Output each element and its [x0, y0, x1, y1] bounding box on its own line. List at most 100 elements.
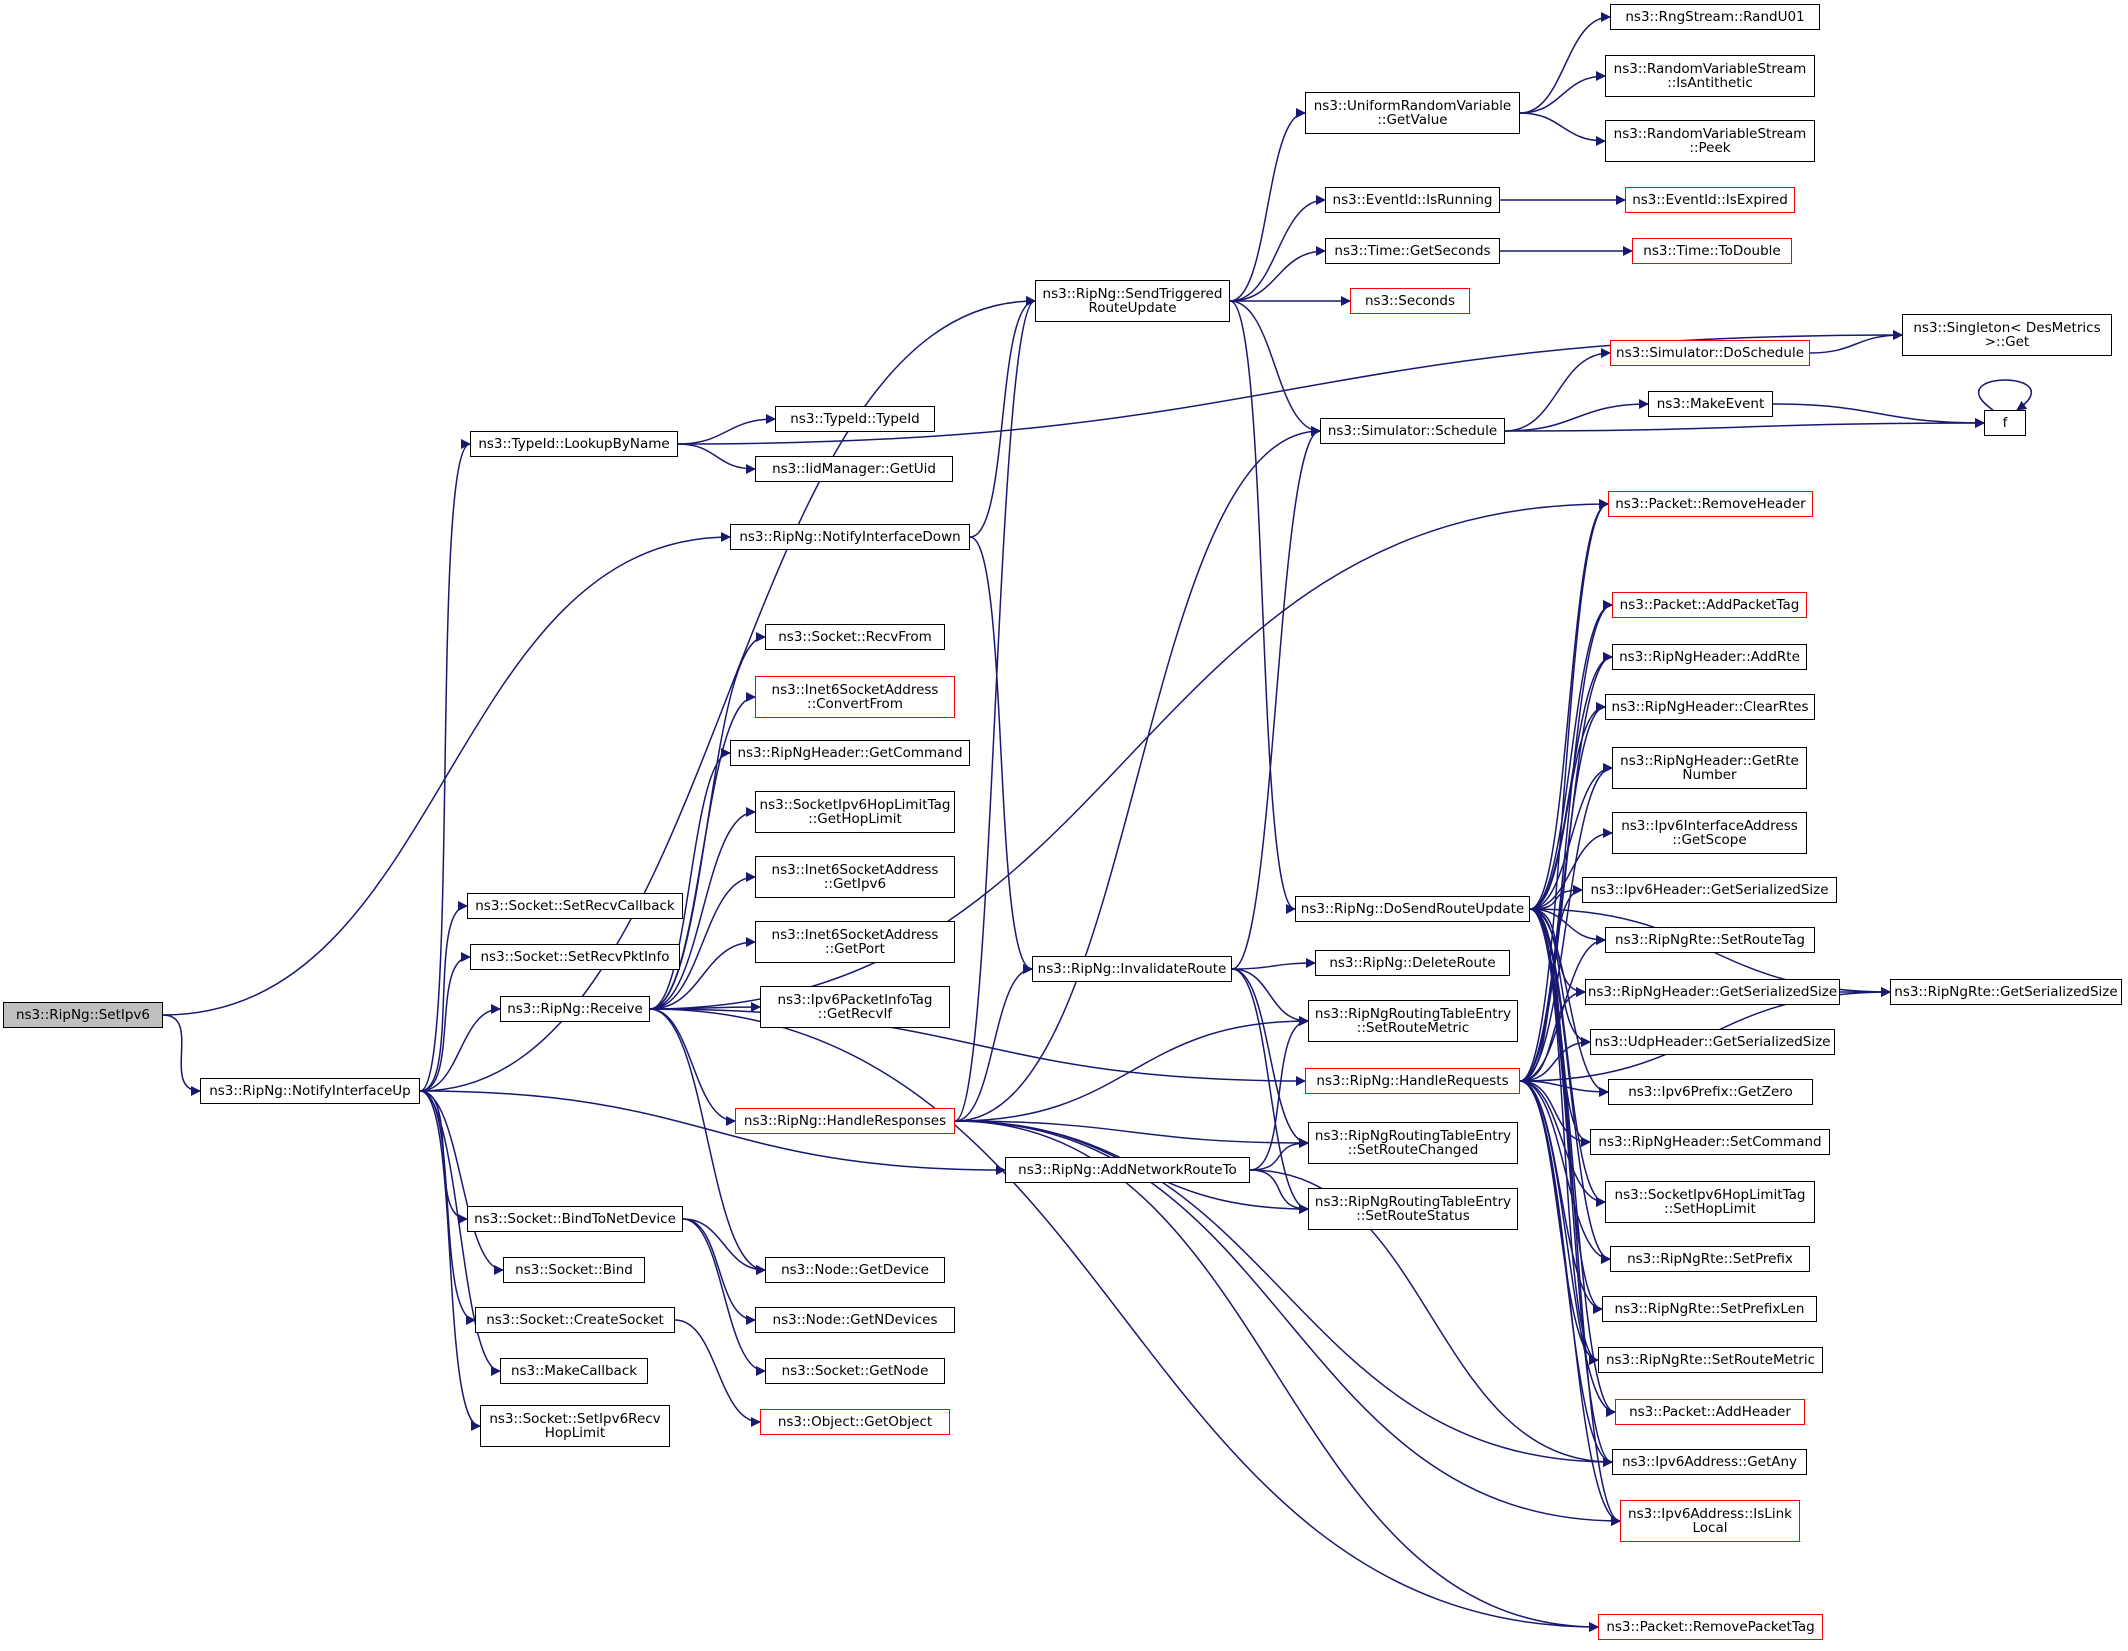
node-randomvariablestream-peek[interactable]: ns3::RandomVariableStream ::Peek — [1605, 120, 1815, 162]
node-ripngheader-getrtenumber[interactable]: ns3::RipNgHeader::GetRte Number — [1612, 747, 1807, 789]
node-ipv6interfaceaddress-getscope[interactable]: ns3::Ipv6InterfaceAddress ::GetScope — [1612, 812, 1807, 854]
edge-dosend-to-setprefix — [1529, 908, 1611, 1264]
node-socket-setrecvcallback[interactable]: ns3::Socket::SetRecvCallback — [467, 893, 683, 919]
edge-dosend-to-getrtenum — [1529, 763, 1613, 910]
edge-handlereq-to-ipv6hdrsize — [1519, 885, 1583, 1082]
edge-receive-to-convertfrom — [649, 692, 756, 1010]
node-ripng-receive[interactable]: ns3::RipNg::Receive — [500, 996, 650, 1022]
edge-handlereq-to-sethoplimit — [1519, 1080, 1606, 1207]
node-makecallback[interactable]: ns3::MakeCallback — [500, 1358, 648, 1384]
node-ripng-dosendrouteupdate[interactable]: ns3::RipNg::DoSendRouteUpdate — [1295, 896, 1530, 922]
node-socket-setipv6recvhoplimit[interactable]: ns3::Socket::SetIpv6Recv HopLimit — [480, 1405, 670, 1447]
node-socket-setrecvpktinfo[interactable]: ns3::Socket::SetRecvPktInfo — [470, 944, 680, 970]
node-socketipv6hoplimittag-gethoplimit[interactable]: ns3::SocketIpv6HopLimitTag ::GetHopLimit — [755, 791, 955, 833]
edge-handlereq-to-setprefix — [1519, 1080, 1611, 1264]
node-typeid-typeid[interactable]: ns3::TypeId::TypeId — [775, 406, 935, 432]
edge-handleresp-to-schedule — [954, 426, 1321, 1122]
node-singleton-desmetrics-get[interactable]: ns3::Singleton< DesMetrics >::Get — [1902, 314, 2112, 356]
node-eventid-isexpired[interactable]: ns3::EventId::IsExpired — [1625, 187, 1795, 213]
edge-sendtrig-to-getseconds — [1229, 246, 1326, 302]
edge-invalidate-to-deleteroute — [1231, 958, 1316, 970]
edge-bindtonet-to-getdevice — [682, 1218, 766, 1275]
node-packet-addpackettag[interactable]: ns3::Packet::AddPacketTag — [1612, 592, 1807, 618]
node-ripngrte-setprefixlen[interactable]: ns3::RipNgRte::SetPrefixLen — [1602, 1296, 1817, 1322]
node-ripng-addnetworkrouteto[interactable]: ns3::RipNg::AddNetworkRouteTo — [1005, 1157, 1250, 1183]
node-ripngrte-setroutemetric[interactable]: ns3::RipNgRte::SetRouteMetric — [1598, 1347, 1823, 1373]
node-socketipv6hoplimittag-sethoplimit[interactable]: ns3::SocketIpv6HopLimitTag ::SetHopLimit — [1605, 1181, 1815, 1223]
edge-handlereq-to-riphdrsize — [1519, 987, 1586, 1082]
node-node-getndevices[interactable]: ns3::Node::GetNDevices — [755, 1307, 955, 1333]
node-ipv6packetinfotag-getrecvif[interactable]: ns3::Ipv6PacketInfoTag ::GetRecvIf — [760, 986, 950, 1028]
node-ripngrte-getserializedsize[interactable]: ns3::RipNgRte::GetSerializedSize — [1890, 979, 2122, 1005]
node-ipv6address-islinklocal[interactable]: ns3::Ipv6Address::IsLink Local — [1620, 1500, 1800, 1542]
node-typeid-lookupbyname[interactable]: ns3::TypeId::LookupByName — [470, 431, 678, 457]
node-ripngheader-addrte[interactable]: ns3::RipNgHeader::AddRte — [1612, 644, 1807, 670]
node-inet6socketaddress-convertfrom[interactable]: ns3::Inet6SocketAddress ::ConvertFrom — [755, 676, 955, 718]
node-packet-removepackettag[interactable]: ns3::Packet::RemovePacketTag — [1598, 1614, 1823, 1640]
edge-dosend-to-getzero — [1529, 908, 1609, 1097]
node-ipv6address-getany[interactable]: ns3::Ipv6Address::GetAny — [1612, 1449, 1807, 1475]
node-randomvariablestream-isantithetic[interactable]: ns3::RandomVariableStream ::IsAntithetic — [1605, 55, 1815, 97]
edge-doschedule-to-singleton — [1809, 330, 1903, 354]
edge-receive-to-handlereq — [649, 1008, 1306, 1086]
node-ripngrte-setroutetag[interactable]: ns3::RipNgRte::SetRouteTag — [1605, 927, 1815, 953]
edge-notifyup-to-lookup — [419, 439, 471, 1092]
edge-notifyup-to-receive — [419, 1004, 501, 1092]
node-iidmanager-getuid[interactable]: ns3::IidManager::GetUid — [755, 456, 953, 482]
node-ipv6prefix-getzero[interactable]: ns3::Ipv6Prefix::GetZero — [1608, 1079, 1813, 1105]
node-ipv6header-getserializedsize[interactable]: ns3::Ipv6Header::GetSerializedSize — [1582, 877, 1837, 903]
node-uniformrandomvariable-getvalue[interactable]: ns3::UniformRandomVariable ::GetValue — [1305, 92, 1520, 134]
node-node-getdevice[interactable]: ns3::Node::GetDevice — [765, 1257, 945, 1283]
node-f[interactable]: f — [1984, 410, 2026, 436]
node-simulator-doschedule[interactable]: ns3::Simulator::DoSchedule — [1610, 340, 1810, 366]
edge-setipv6-to-notifydown — [162, 532, 731, 1016]
edge-urvget-to-peek — [1519, 112, 1606, 146]
edge-invalidate-to-schedule — [1231, 426, 1321, 970]
node-udpheader-getserializedsize[interactable]: ns3::UdpHeader::GetSerializedSize — [1590, 1029, 1835, 1055]
node-inet6socketaddress-getipv6[interactable]: ns3::Inet6SocketAddress ::GetIpv6 — [755, 856, 955, 898]
node-ripngroutingtableentry-setroutechanged[interactable]: ns3::RipNgRoutingTableEntry ::SetRouteCh… — [1308, 1122, 1518, 1164]
node-ripng-invalidateroute[interactable]: ns3::RipNg::InvalidateRoute — [1032, 956, 1232, 982]
node-seconds[interactable]: ns3::Seconds — [1350, 288, 1470, 314]
node-ripngroutingtableentry-setroutemetric[interactable]: ns3::RipNgRoutingTableEntry ::SetRouteMe… — [1308, 1000, 1518, 1042]
node-time-todouble[interactable]: ns3::Time::ToDouble — [1632, 238, 1792, 264]
edge-receive-to-gethoplimit — [649, 807, 756, 1010]
node-time-getseconds[interactable]: ns3::Time::GetSeconds — [1325, 238, 1500, 264]
node-socket-bindtonetdevice[interactable]: ns3::Socket::BindToNetDevice — [467, 1206, 683, 1232]
node-rngstream-randu01[interactable]: ns3::RngStream::RandU01 — [1610, 4, 1820, 30]
edge-receive-to-getdevice — [649, 1008, 766, 1275]
edge-bindtonet-to-getndevices — [682, 1218, 756, 1325]
node-simulator-schedule[interactable]: ns3::Simulator::Schedule — [1320, 418, 1505, 444]
edge-handleresp-to-getany — [954, 1120, 1613, 1467]
node-packet-removeheader[interactable]: ns3::Packet::RemoveHeader — [1608, 491, 1813, 517]
node-ripng-handlerequests[interactable]: ns3::RipNg::HandleRequests — [1305, 1068, 1520, 1094]
node-ripngheader-clearrtes[interactable]: ns3::RipNgHeader::ClearRtes — [1605, 694, 1815, 720]
edge-addnetwork-to-setstatus — [1249, 1169, 1309, 1214]
edge-dosend-to-addpackettag — [1529, 600, 1613, 910]
node-socket-getnode[interactable]: ns3::Socket::GetNode — [765, 1358, 945, 1384]
node-ripngheader-getserializedsize[interactable]: ns3::RipNgHeader::GetSerializedSize — [1585, 979, 1840, 1005]
node-ripngrte-setprefix[interactable]: ns3::RipNgRte::SetPrefix — [1610, 1246, 1810, 1272]
node-ripng-handleresponses[interactable]: ns3::RipNg::HandleResponses — [735, 1108, 955, 1134]
edge-handleresp-to-islinklocal — [954, 1120, 1621, 1526]
node-ripngheader-getcommand[interactable]: ns3::RipNgHeader::GetCommand — [730, 740, 970, 766]
node-ripngroutingtableentry-setroutestatus[interactable]: ns3::RipNgRoutingTableEntry ::SetRouteSt… — [1308, 1188, 1518, 1230]
node-socket-createsocket[interactable]: ns3::Socket::CreateSocket — [475, 1307, 675, 1333]
node-ripng-deleteroute[interactable]: ns3::RipNg::DeleteRoute — [1315, 950, 1510, 976]
node-makeevent[interactable]: ns3::MakeEvent — [1648, 391, 1773, 417]
node-object-getobject[interactable]: ns3::Object::GetObject — [760, 1409, 950, 1435]
edge-handleresp-to-sendtrig — [954, 296, 1036, 1122]
node-inet6socketaddress-getport[interactable]: ns3::Inet6SocketAddress ::GetPort — [755, 921, 955, 963]
edge-dosend-to-islinklocal — [1529, 908, 1621, 1526]
node-ripng-notifyinterfaceup[interactable]: ns3::RipNg::NotifyInterfaceUp — [200, 1078, 420, 1104]
node-ripng-sendtriggeredrouteupdate[interactable]: ns3::RipNg::SendTriggered RouteUpdate — [1035, 280, 1230, 322]
node-socket-bind[interactable]: ns3::Socket::Bind — [503, 1257, 645, 1283]
node-ripng-setipv6: ns3::RipNg::SetIpv6 — [3, 1002, 163, 1028]
node-packet-addheader[interactable]: ns3::Packet::AddHeader — [1615, 1399, 1805, 1425]
node-eventid-isrunning[interactable]: ns3::EventId::IsRunning — [1325, 187, 1500, 213]
node-ripng-notifyinterfacedown[interactable]: ns3::RipNg::NotifyInterfaceDown — [730, 524, 970, 550]
node-ripngheader-setcommand[interactable]: ns3::RipNgHeader::SetCommand — [1590, 1129, 1830, 1155]
edge-notifyup-to-setrecvcb — [419, 901, 468, 1092]
edge-dosend-to-clearrtes — [1529, 702, 1606, 910]
node-socket-recvfrom[interactable]: ns3::Socket::RecvFrom — [765, 624, 945, 650]
